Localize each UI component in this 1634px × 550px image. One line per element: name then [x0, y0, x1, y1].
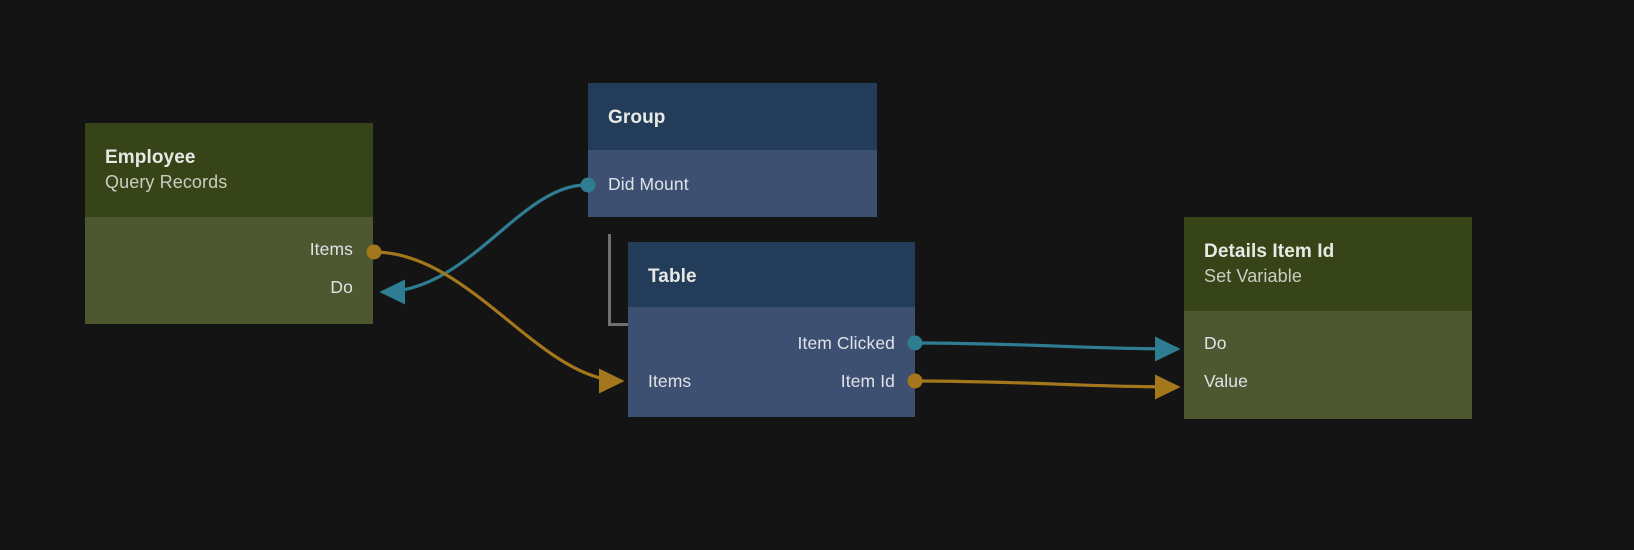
node-employee-title: Employee [105, 147, 196, 168]
node-employee-header: Employee Query Records [85, 123, 373, 217]
node-employee-subtitle: Query Records [105, 172, 228, 192]
port-details-do-label: Do [1204, 333, 1227, 353]
node-details-item-id-subtitle: Set Variable [1204, 266, 1302, 286]
node-table-header: Table [628, 242, 915, 307]
port-employee-items-label: Items [309, 239, 353, 259]
port-table-item-clicked[interactable]: Item Clicked [628, 324, 915, 362]
port-group-did-mount[interactable]: Did Mount [588, 165, 877, 203]
port-dot-employee-items[interactable] [366, 244, 382, 260]
port-dot-group-did-mount[interactable] [580, 177, 596, 193]
edge-group-didmount-to-employee-do [379, 183, 587, 305]
edge-table-itemid-to-details-value [915, 374, 1181, 400]
node-group[interactable]: Group Did Mount [588, 83, 877, 217]
group-nesting-bracket [608, 234, 630, 326]
port-dot-table-item-clicked[interactable] [907, 335, 923, 351]
edge-table-itemclicked-to-details-do [915, 336, 1181, 362]
node-group-body: Did Mount [588, 150, 877, 217]
port-details-do[interactable]: Do [1184, 324, 1472, 362]
node-employee[interactable]: Employee Query Records Items Do [85, 123, 373, 324]
node-details-item-id-body: Do Value [1184, 311, 1472, 419]
port-table-item-clicked-label: Item Clicked [797, 333, 895, 353]
port-employee-items[interactable]: Items [85, 230, 373, 268]
node-group-title: Group [608, 107, 666, 128]
port-table-items-label: Items [648, 371, 692, 391]
port-employee-do[interactable]: Do [85, 268, 373, 306]
node-details-item-id[interactable]: Details Item Id Set Variable Do Value [1184, 217, 1472, 419]
node-table-title: Table [648, 266, 697, 287]
port-details-value[interactable]: Value [1184, 362, 1472, 400]
edge-employee-items-to-table-items [373, 250, 625, 394]
node-details-item-id-title: Details Item Id [1204, 241, 1335, 262]
node-details-item-id-header: Details Item Id Set Variable [1184, 217, 1472, 311]
node-employee-body: Items Do [85, 217, 373, 324]
node-table-body: Item Clicked Items Item Id [628, 307, 915, 417]
port-group-did-mount-label: Did Mount [608, 174, 689, 194]
port-dot-table-item-id[interactable] [907, 373, 923, 389]
port-details-value-label: Value [1204, 371, 1248, 391]
node-group-header: Group [588, 83, 877, 150]
node-table[interactable]: Table Item Clicked Items Item Id [628, 242, 915, 417]
port-table-items-row[interactable]: Items Item Id [628, 362, 915, 400]
port-table-item-id-label: Item Id [840, 371, 895, 391]
port-employee-do-label: Do [330, 277, 353, 297]
